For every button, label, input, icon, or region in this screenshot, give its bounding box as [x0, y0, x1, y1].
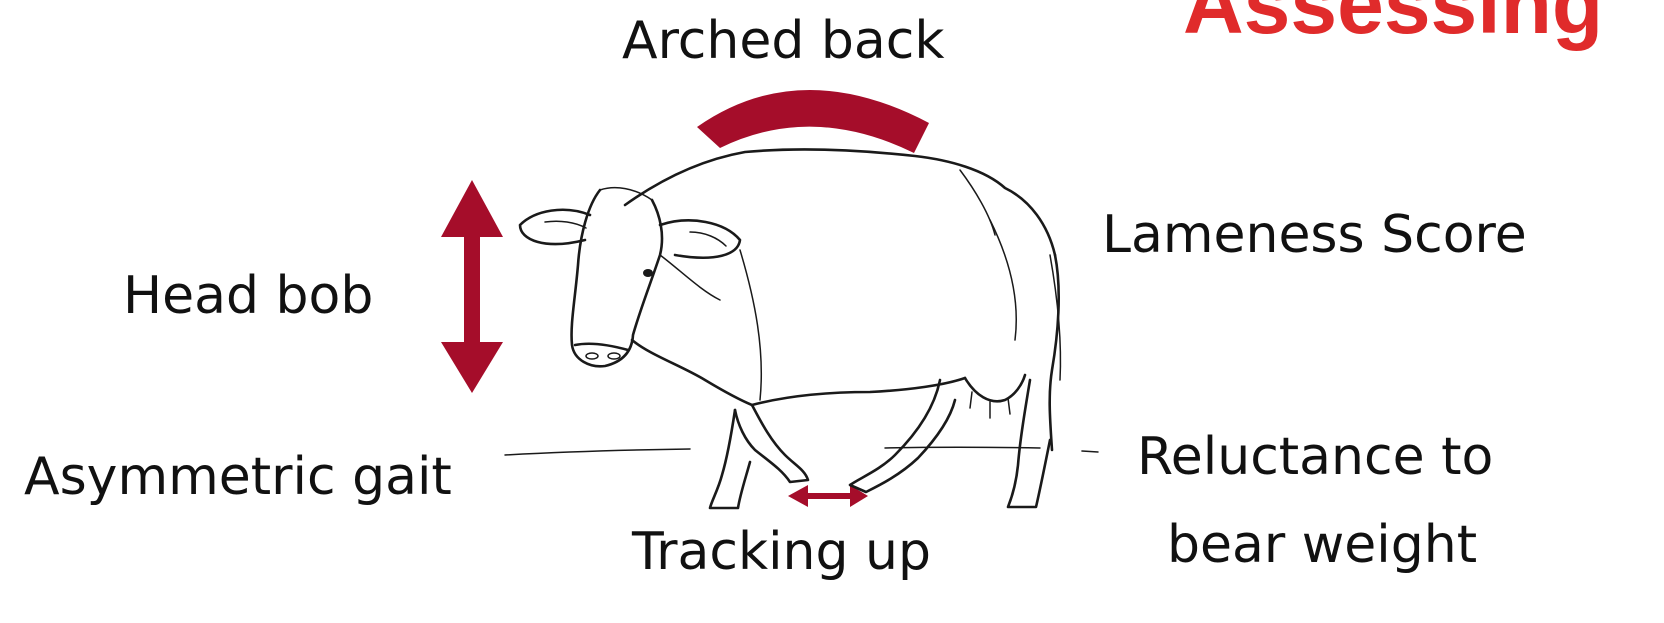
vertical-double-arrow-icon	[441, 180, 503, 393]
arched-back-indicator-icon	[697, 90, 929, 153]
label-arched-back: Arched back	[622, 14, 944, 69]
label-reluctance-line1: Reluctance to	[1137, 430, 1493, 485]
cow-illustration	[520, 149, 1061, 508]
label-reluctance-line2: bear weight	[1167, 518, 1477, 573]
label-asymmetric-gait: Asymmetric gait	[24, 450, 452, 505]
label-tracking-up: Tracking up	[632, 525, 931, 580]
ground-line	[505, 447, 1098, 455]
label-head-bob: Head bob	[123, 269, 373, 324]
label-lameness-score: Lameness Score	[1102, 208, 1527, 263]
